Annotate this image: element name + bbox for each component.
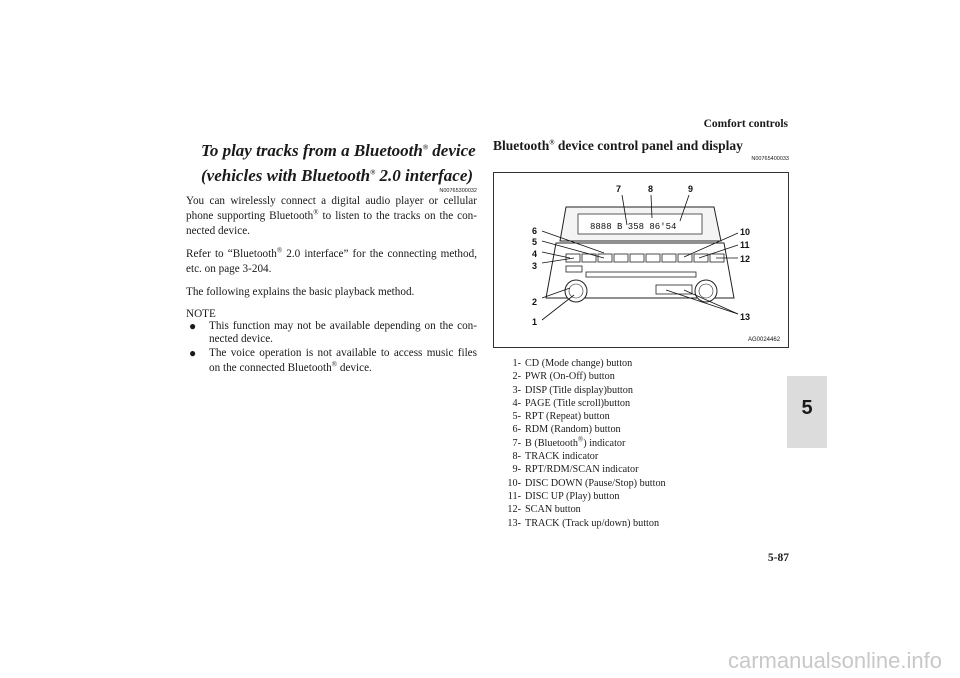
svg-text:5: 5 [532, 237, 537, 247]
legend-item: 8-TRACK indicator [512, 451, 599, 463]
svg-text:1: 1 [532, 317, 537, 327]
head-unit-illustration: 8888 B 358 86'54 [532, 184, 781, 343]
legend-item: 1-CD (Mode change) button [512, 358, 633, 369]
bullet-icon: ● [189, 346, 197, 360]
section-header-title: Comfort controls [703, 118, 788, 130]
legend-item: 2-PWR (On-Off) button [512, 371, 615, 383]
control-panel-figure: 8888 B 358 86'54 [493, 172, 789, 348]
display-readout: 8888 B 358 86'54 [590, 222, 676, 232]
figure-id: AG0024462 [748, 337, 781, 343]
track-buttons [655, 284, 693, 295]
section-heading: To play tracks from a Bluetooth® device … [201, 141, 476, 185]
legend-item: 10-DISC DOWN (Pause/Stop) button [507, 477, 666, 489]
note-label: NOTE [186, 308, 216, 320]
legend-item: 12-SCAN button [507, 504, 581, 516]
svg-text:6: 6 [532, 226, 537, 236]
figure-heading: Bluetooth® device control panel and disp… [493, 138, 743, 153]
right-column: Bluetooth® device control panel and disp… [493, 138, 789, 162]
legend-item: 7-B (Bluetooth®) indicator [512, 435, 626, 449]
chapter-tab-number: 5 [801, 397, 813, 419]
intro-paragraph: You can wirelessly connect a digital aud… [186, 195, 477, 237]
chapter-tab [787, 376, 827, 448]
figure-code: N00765400033 [751, 156, 789, 162]
playback-paragraph: The following explains the basic playbac… [186, 286, 415, 298]
left-column: To play tracks from a Bluetooth® device … [186, 138, 477, 376]
svg-text:13: 13 [740, 312, 750, 322]
svg-text:9: 9 [688, 184, 693, 194]
legend-item: 4-PAGE (Title scroll)button [512, 397, 631, 409]
legend-item: 5-RPT (Repeat) button [512, 411, 610, 423]
section-code: N00765300032 [439, 188, 477, 194]
svg-text:10: 10 [740, 227, 750, 237]
callout-lines [541, 194, 739, 321]
svg-text:12: 12 [740, 254, 750, 264]
legend-item: 13-TRACK (Track up/down) button [507, 517, 660, 529]
display-screen [577, 213, 703, 235]
note-item: ● This function may not be available dep… [189, 319, 477, 346]
bullet-icon: ● [189, 319, 197, 333]
svg-text:7: 7 [616, 184, 621, 194]
legend-item: 6-RDM (Random) button [512, 424, 621, 436]
note-item: ● The voice operation is not available t… [189, 346, 477, 374]
legend-item: 3-DISP (Title display)button [512, 384, 633, 396]
legend-item: 9-RPT/RDM/SCAN indicator [512, 464, 639, 476]
svg-text:3: 3 [532, 261, 537, 271]
legend-item: 11-DISC UP (Play) button [507, 490, 620, 502]
svg-text:11: 11 [740, 240, 750, 250]
svg-text:8: 8 [648, 184, 653, 194]
svg-text:2: 2 [532, 297, 537, 307]
callout-numbers: 7 8 9 6 5 4 3 2 1 10 11 12 13 [532, 184, 750, 327]
reference-paragraph: Refer to “Bluetooth® 2.0 interface” for … [186, 246, 477, 275]
legend-list: 1-CD (Mode change) button 2-PWR (On-Off)… [505, 357, 775, 530]
watermark: carmanualsonline.info [727, 648, 942, 673]
svg-text:4: 4 [532, 249, 537, 259]
page-number: 5-87 [767, 552, 789, 564]
cd-button [565, 265, 583, 273]
disc-slot [585, 271, 697, 278]
